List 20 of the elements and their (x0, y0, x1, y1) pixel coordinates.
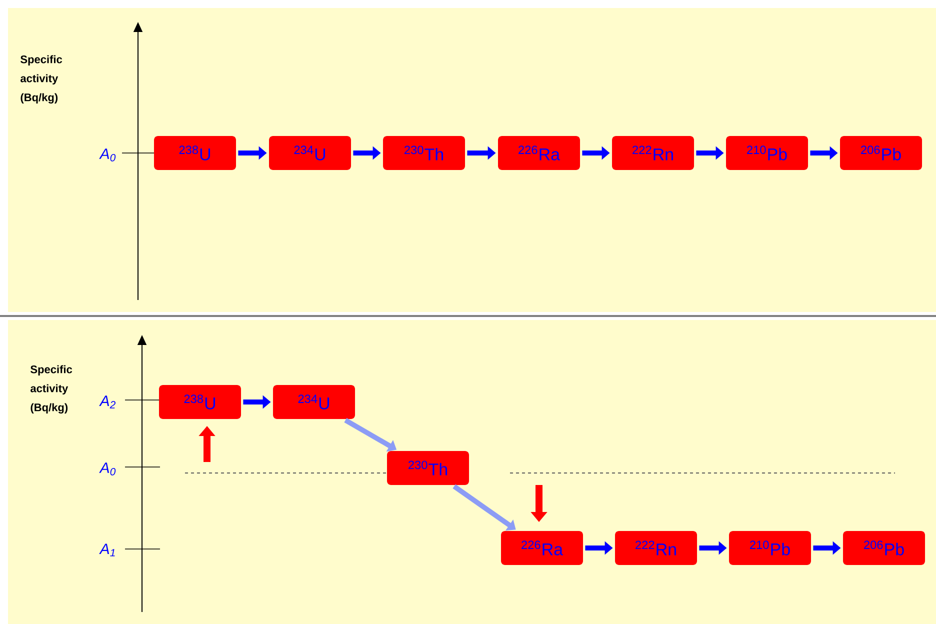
nuclide-box: $^{234}$U (273, 385, 355, 419)
nuclide-box: $^{230}$Th (387, 451, 469, 485)
nuclide-box: $^{206}$Pb (840, 136, 922, 170)
tick-label: A$_{1}$ (99, 544, 115, 556)
nuclide-box: $^{230}$Th (383, 136, 465, 170)
nuclide-box: $^{210}$Pb (726, 136, 808, 170)
nuclide-box: $^{238}$U (154, 136, 236, 170)
axis-label: Specific activity (Bq/kg) (20, 55, 62, 104)
tick-label: A$_{2}$ (99, 396, 116, 408)
nuclide-box: $^{234}$U (269, 136, 351, 170)
nuclide-box: $^{206}$Pb (843, 531, 925, 565)
tick-label: A$_{0}$ (99, 462, 116, 476)
nuclide-box: $^{210}$Pb (729, 531, 811, 565)
nuclide-box: $^{222}$Rn (615, 531, 697, 565)
nuclide-box: $^{222}$Rn (612, 136, 694, 170)
nuclide-box: $^{226}$Ra (501, 531, 583, 565)
tick-label: A$_{0}$ (99, 148, 116, 162)
nuclide-box: $^{226}$Ra (498, 136, 580, 170)
axis-label: Specific activity (Bq/kg) (30, 365, 72, 414)
nuclide-box: $^{238}$U (159, 385, 241, 419)
